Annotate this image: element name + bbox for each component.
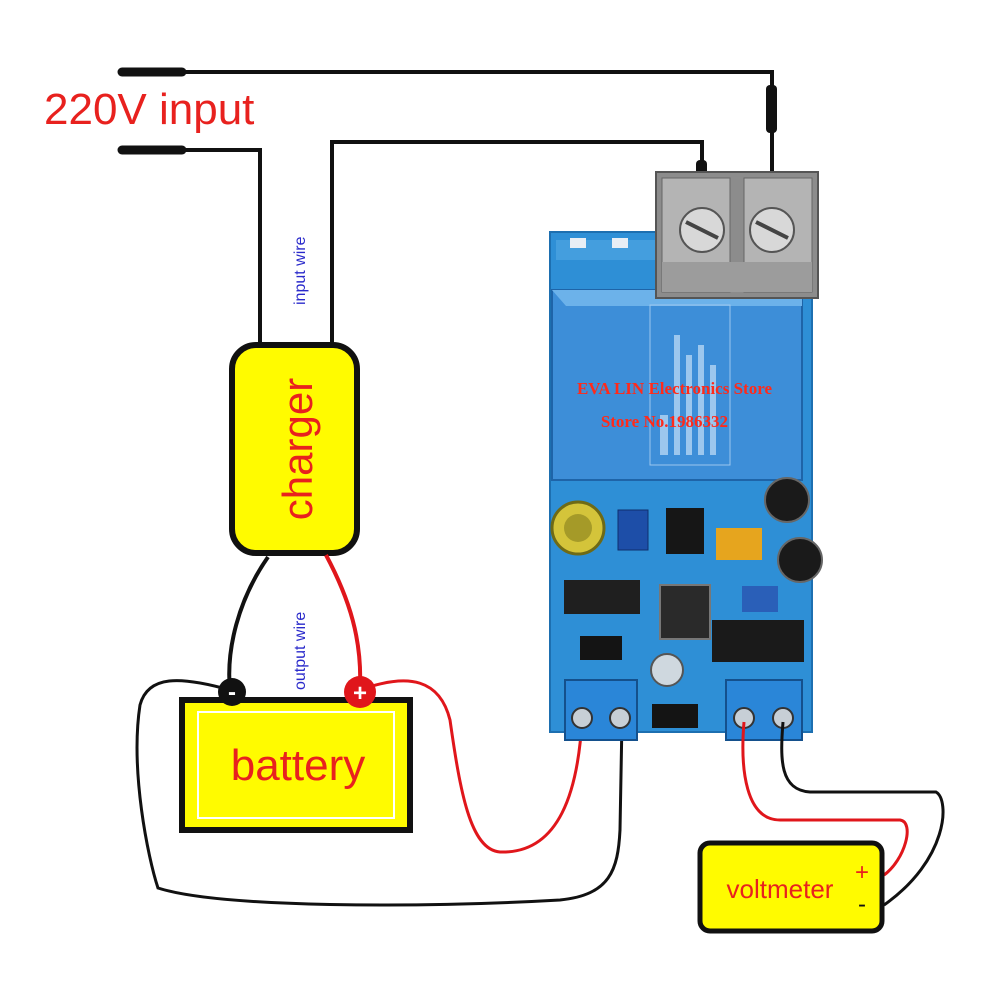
smd-led [570,238,586,248]
terminal-screw-left-slot [685,220,719,240]
relay-marking-row-3 [686,355,692,455]
voltmeter-minus-sign: - [858,891,866,918]
capacitor-top-right [764,477,810,523]
ceramic-capacitors [716,528,762,560]
charger-positive-wire [324,554,363,689]
battery-box: battery - + [179,676,413,833]
smd-diode-bottom [652,704,698,728]
input-wire-bottom [182,148,262,345]
trimmer-potentiometer [617,509,649,551]
capacitor-bottom-right [777,537,823,583]
voltmeter-plus-sign: + [855,859,869,886]
relay-screw-terminal [655,171,819,299]
voltmeter-positive-wire [741,721,909,877]
charger-body [229,342,360,556]
relay-marking-row-5 [710,365,716,455]
input-title: 220V input [44,85,254,134]
output-terminal-block-right [725,679,803,741]
output-wire-label: output wire [292,612,309,690]
battery-body [179,697,413,833]
battery-label: battery [231,741,366,790]
watermark-store-number: Store No.1986332 [601,412,728,431]
voltmeter-label: voltmeter [727,874,834,904]
terminal-base [662,262,812,292]
relay-marking-row-4 [698,345,704,455]
voltmeter-box: voltmeter + - [697,840,885,934]
charger-label: charger [274,378,321,520]
terminal-left-screw-1 [571,707,593,729]
wire-ferrule-right [766,85,777,133]
battery-inner-border [197,711,395,819]
battery-negative-terminal [218,678,246,706]
watermark-store-name: EVA LIN Electronics Store [577,379,772,398]
mounting-hole [650,653,684,687]
battery-plus-sign: + [353,680,367,707]
relay-board [549,171,823,741]
electrolytic-capacitor-large-top [564,514,592,542]
terminal-screw-right-slot [755,220,789,240]
trimmer-pot-ur2 [742,586,778,612]
relay-marking-row-2 [674,335,680,455]
battery-minus-sign: - [228,679,236,706]
relay [551,289,803,481]
diode [580,636,622,660]
battery-positive-terminal [344,676,376,708]
smd-resistor [612,238,628,248]
voltmeter-negative-wire [780,721,945,907]
charger-negative-wire [227,555,270,691]
inductor [659,584,711,640]
terminal-left-screw-2 [609,707,631,729]
voltmeter-body [697,840,885,934]
charger-box: charger [229,342,360,556]
regulator [712,620,804,662]
battery-negative-loop-wire [135,679,624,907]
ic-chip [666,508,704,554]
relay-marking-row-1 [660,415,668,455]
output-terminal-block-left [564,679,638,741]
smd-component-row [564,580,640,614]
battery-positive-wire [359,679,584,854]
relay-marking-frame [649,304,731,466]
relay-markings [649,304,731,466]
input-wire-label: input wire [292,236,309,305]
